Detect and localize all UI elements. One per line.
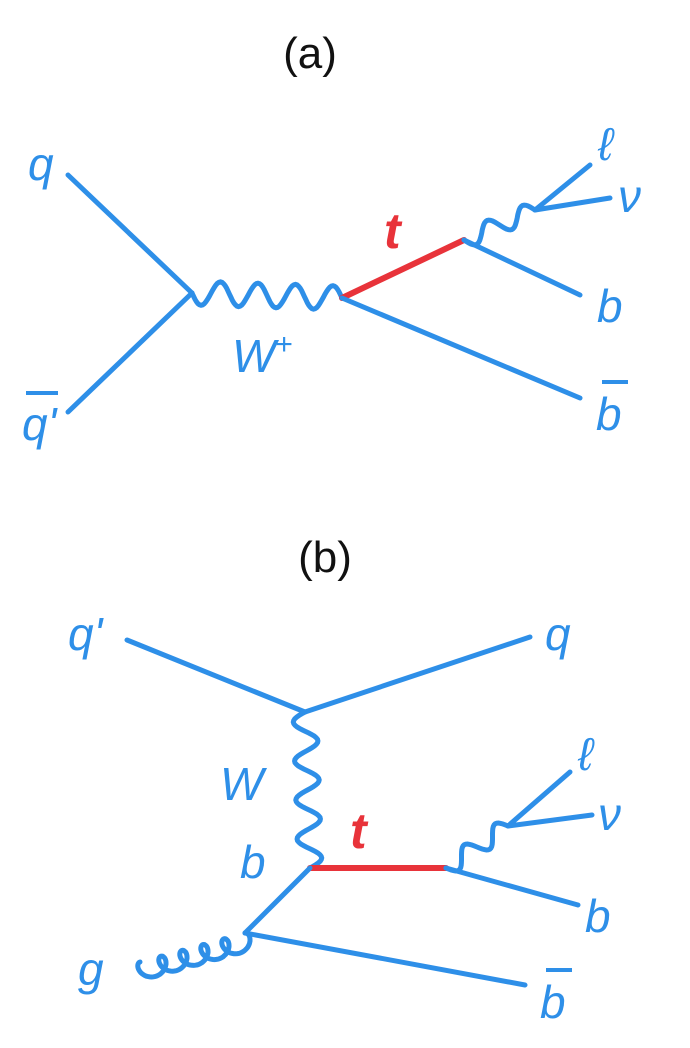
b-b-in-line — [242, 865, 313, 936]
b-label-bbar: b — [540, 976, 566, 1028]
a-label-w-charge: + — [275, 328, 293, 361]
b-q-out-line — [302, 634, 533, 715]
a-label-neutrino: ν — [618, 170, 641, 222]
a-label-qbar-prime: q' — [22, 398, 59, 450]
a-label-b: b — [597, 280, 623, 332]
b-qprime-in-line — [124, 637, 308, 715]
b-label-neutrino: ν — [598, 788, 621, 840]
b-lepton-line — [505, 769, 573, 829]
b-bbar-out-line — [242, 930, 528, 988]
a-w-boson-wave — [189, 279, 345, 312]
a-lepton-line — [532, 162, 593, 213]
panel-b: (b) q' q W t ℓ ν b b b g — [68, 533, 621, 1028]
b-neutrino-line — [505, 812, 595, 829]
b-label-lepton: ℓ — [577, 728, 595, 780]
a-top-line — [339, 237, 467, 301]
b-label-g: g — [78, 943, 104, 995]
a-label-w: W+ — [232, 328, 293, 382]
b-b-out-line — [443, 865, 581, 908]
panel-b-title: (b) — [298, 533, 352, 582]
a-label-t: t — [384, 203, 403, 259]
b-label-b-in: b — [240, 836, 266, 888]
b-gluon-coil — [135, 930, 253, 980]
b-w-boson-wave — [290, 709, 325, 871]
b-label-b-out: b — [585, 890, 611, 942]
panel-a-title: (a) — [283, 29, 337, 78]
a-bbar-out-line — [339, 295, 583, 401]
a-quark-in-line — [65, 172, 195, 296]
b-label-t: t — [350, 803, 369, 859]
a-label-q: q — [28, 138, 54, 190]
a-b-out-line — [461, 237, 583, 298]
a-label-lepton: ℓ — [597, 118, 615, 170]
b-label-w: W — [220, 758, 268, 810]
b-w-decay-wave — [443, 820, 511, 874]
panel-a: (a) q q' W+ t ℓ ν b b — [22, 29, 641, 450]
a-antiquark-in-line — [65, 290, 195, 415]
b-label-qprime: q' — [68, 608, 105, 660]
a-neutrino-line — [532, 195, 613, 213]
a-w-decay-wave — [461, 202, 538, 248]
b-label-q: q — [545, 608, 571, 660]
a-label-bbar: b — [596, 388, 622, 440]
